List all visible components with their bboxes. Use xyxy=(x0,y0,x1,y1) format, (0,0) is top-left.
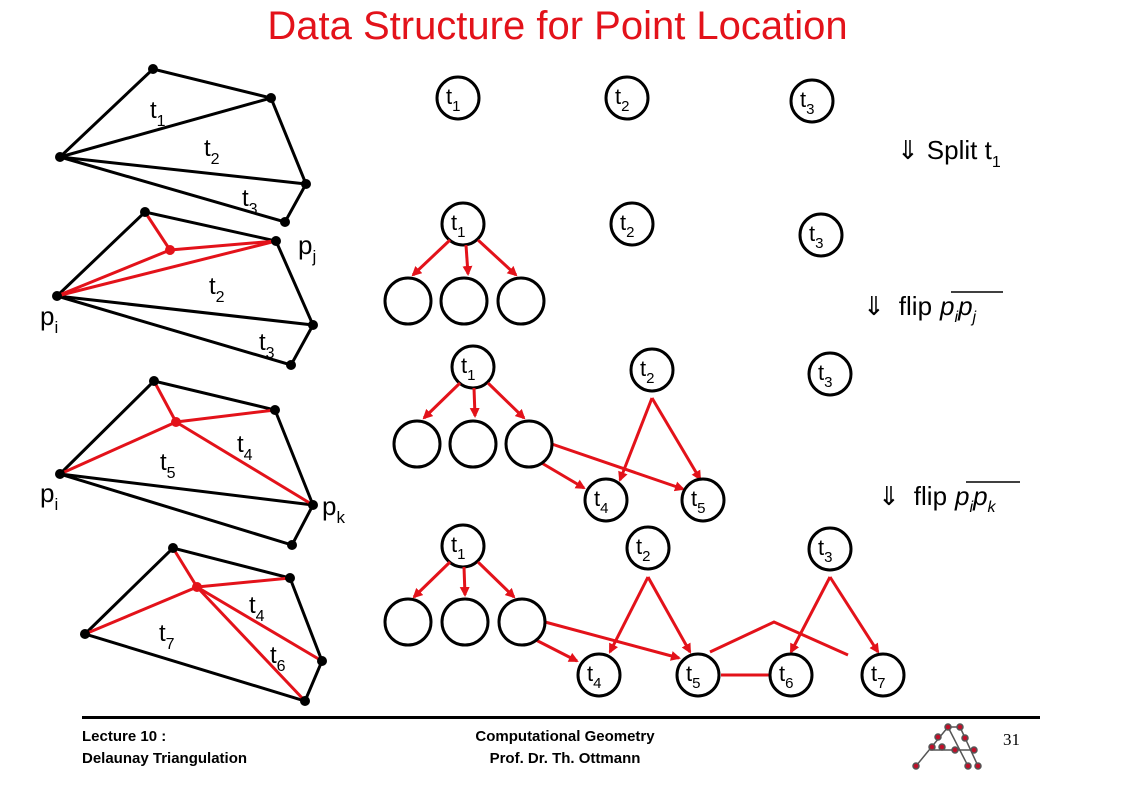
label-t3-fig1: t3 xyxy=(242,185,258,218)
svg-text:t5: t5 xyxy=(686,661,700,692)
footer-course: Computational Geometry Prof. Dr. Th. Ott… xyxy=(390,726,740,770)
svg-text:t4: t4 xyxy=(594,486,608,517)
inserted-point-fig3 xyxy=(171,417,181,427)
step-split-label: ⇓Split t1 xyxy=(897,135,1001,171)
dag-row-3: t1 t2 t3 t4 t5 xyxy=(392,344,853,523)
inserted-point-fig2 xyxy=(165,245,175,255)
triangulation-flip2 xyxy=(82,546,324,703)
svg-text:t1: t1 xyxy=(446,84,460,115)
page-number: 31 xyxy=(1003,730,1020,749)
svg-text:t4: t4 xyxy=(587,661,601,692)
label-t4-fig4: t4 xyxy=(249,592,265,625)
triangulation-flip1-red-edges xyxy=(59,380,314,507)
label-pi-fig2: pi xyxy=(40,301,58,337)
label-t3-fig2: t3 xyxy=(259,329,275,362)
svg-text:t6: t6 xyxy=(779,661,793,692)
label-pi-fig3: pi xyxy=(40,478,58,514)
svg-text:t1: t1 xyxy=(461,353,475,384)
triangulation-flip1 xyxy=(57,379,315,547)
svg-text:t2: t2 xyxy=(620,210,634,241)
svg-text:t1: t1 xyxy=(451,210,465,241)
label-t1-fig1: t1 xyxy=(150,97,166,130)
svg-text:t3: t3 xyxy=(800,87,814,118)
label-t6-fig4: t6 xyxy=(270,642,286,675)
dag-row-2: t1 t2 t3 xyxy=(383,201,844,326)
triangulation-split-vertices xyxy=(52,207,318,370)
footer-lecture-title: Delaunay Triangulation xyxy=(82,750,248,767)
label-t2-fig1: t2 xyxy=(204,135,220,168)
triangulation-flip1-vertices xyxy=(55,376,318,550)
svg-text:t3: t3 xyxy=(809,221,823,252)
label-t4-fig3: t4 xyxy=(237,431,253,464)
dag-row-4: t1 t2 t3 t4 t5 t6 t7 xyxy=(383,523,906,698)
svg-text:t5: t5 xyxy=(691,486,705,517)
label-t7-fig4: t7 xyxy=(159,620,175,653)
triangulation-split-red-edges xyxy=(56,211,277,298)
inserted-point-fig4 xyxy=(192,582,202,592)
triangulation-split xyxy=(54,210,315,367)
label-t5-fig3: t5 xyxy=(160,449,176,482)
svg-text:t2: t2 xyxy=(615,84,629,115)
svg-text:t2: t2 xyxy=(640,356,654,387)
label-pj-fig2: pj xyxy=(298,230,316,266)
dag-row-1: t1 t2 t3 xyxy=(435,75,835,124)
university-logo xyxy=(912,723,982,770)
triangulation-initial xyxy=(57,67,308,224)
footer-rule xyxy=(82,716,1040,719)
svg-text:t3: t3 xyxy=(818,535,832,566)
label-pk-fig3: pk xyxy=(322,491,345,527)
triangulation-flip2-vertices xyxy=(80,543,327,706)
footer-course-title: Computational Geometry xyxy=(475,728,655,745)
triangulation-initial-vertices xyxy=(55,64,311,227)
node-t3-row1 xyxy=(789,78,835,124)
slide-title: Data Structure for Point Location xyxy=(267,4,848,48)
footer-author: Prof. Dr. Th. Ottmann xyxy=(489,750,641,767)
label-t2-fig2: t2 xyxy=(209,273,225,306)
svg-text:t2: t2 xyxy=(636,534,650,565)
svg-text:t7: t7 xyxy=(871,661,885,692)
svg-text:t3: t3 xyxy=(818,360,832,391)
node-t2-row1 xyxy=(604,75,650,121)
footer-lecture: Lecture 10 : Delaunay Triangulation xyxy=(82,726,247,770)
footer-lecture-number: Lecture 10 : xyxy=(82,728,167,745)
svg-text:t1: t1 xyxy=(451,532,465,563)
node-t1-row1 xyxy=(435,75,481,121)
triangulation-flip2-red-edges xyxy=(84,547,323,703)
